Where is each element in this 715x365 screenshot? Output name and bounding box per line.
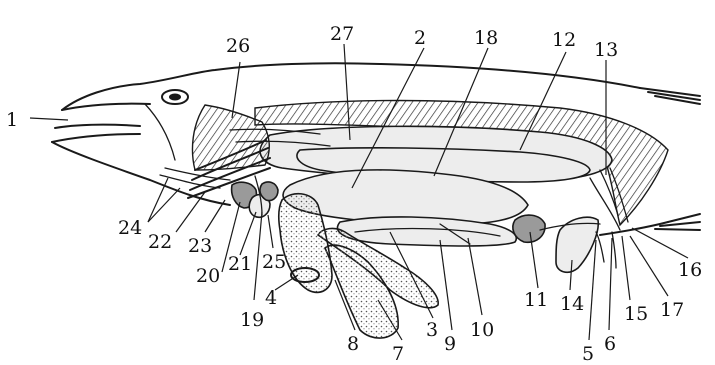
label-6: 6 bbox=[604, 333, 616, 355]
label-4: 4 bbox=[265, 287, 277, 309]
label-5: 5 bbox=[582, 343, 594, 365]
label-25: 25 bbox=[262, 251, 286, 273]
label-2: 2 bbox=[414, 27, 426, 49]
label-19: 19 bbox=[240, 309, 264, 331]
label-1: 1 bbox=[6, 109, 18, 131]
label-7: 7 bbox=[392, 343, 404, 365]
label-10: 10 bbox=[470, 319, 494, 341]
label-21: 21 bbox=[228, 253, 252, 275]
label-16: 16 bbox=[678, 259, 702, 281]
gills bbox=[160, 105, 270, 198]
label-15: 15 bbox=[624, 303, 648, 325]
label-13: 13 bbox=[594, 39, 618, 61]
heart bbox=[232, 176, 278, 217]
label-27: 27 bbox=[330, 23, 354, 45]
spleen bbox=[513, 215, 545, 242]
label-12: 12 bbox=[552, 29, 576, 51]
label-26: 26 bbox=[226, 35, 250, 57]
label-24: 24 bbox=[118, 217, 142, 239]
label-14: 14 bbox=[560, 293, 584, 315]
label-20: 20 bbox=[196, 265, 220, 287]
label-18: 18 bbox=[474, 27, 498, 49]
label-9: 9 bbox=[444, 333, 456, 355]
label-17: 17 bbox=[660, 299, 684, 321]
label-3: 3 bbox=[426, 319, 438, 341]
label-23: 23 bbox=[188, 235, 212, 257]
label-11: 11 bbox=[524, 289, 548, 311]
label-8: 8 bbox=[347, 333, 359, 355]
label-22: 22 bbox=[148, 231, 172, 253]
